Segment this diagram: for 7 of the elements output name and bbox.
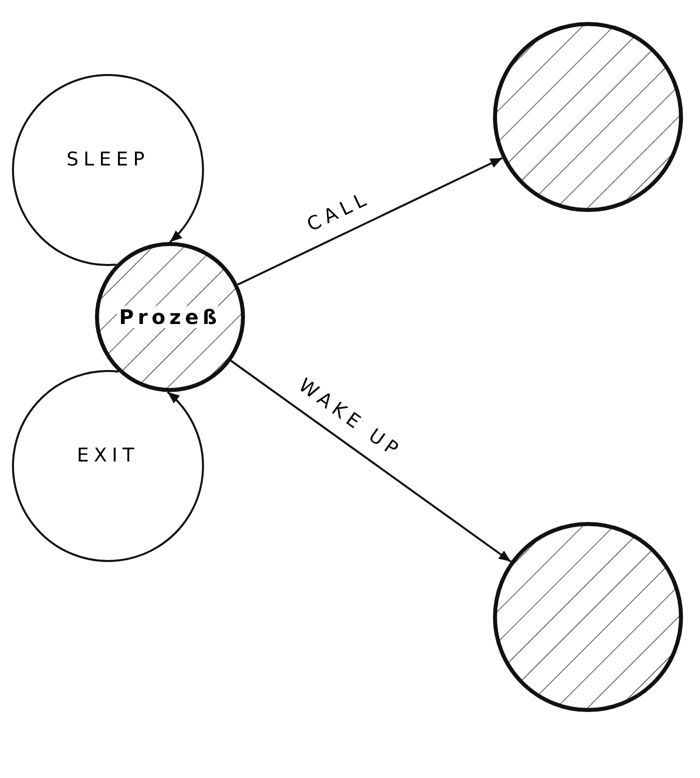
hatched-state-circle <box>95 242 245 392</box>
self-loop-arrow <box>12 370 204 562</box>
arrow <box>237 157 503 286</box>
hatched-state-circle <box>493 22 683 212</box>
arrow <box>230 360 512 562</box>
hatched-state-circle <box>493 522 683 712</box>
self-loop-arrow <box>12 74 204 266</box>
